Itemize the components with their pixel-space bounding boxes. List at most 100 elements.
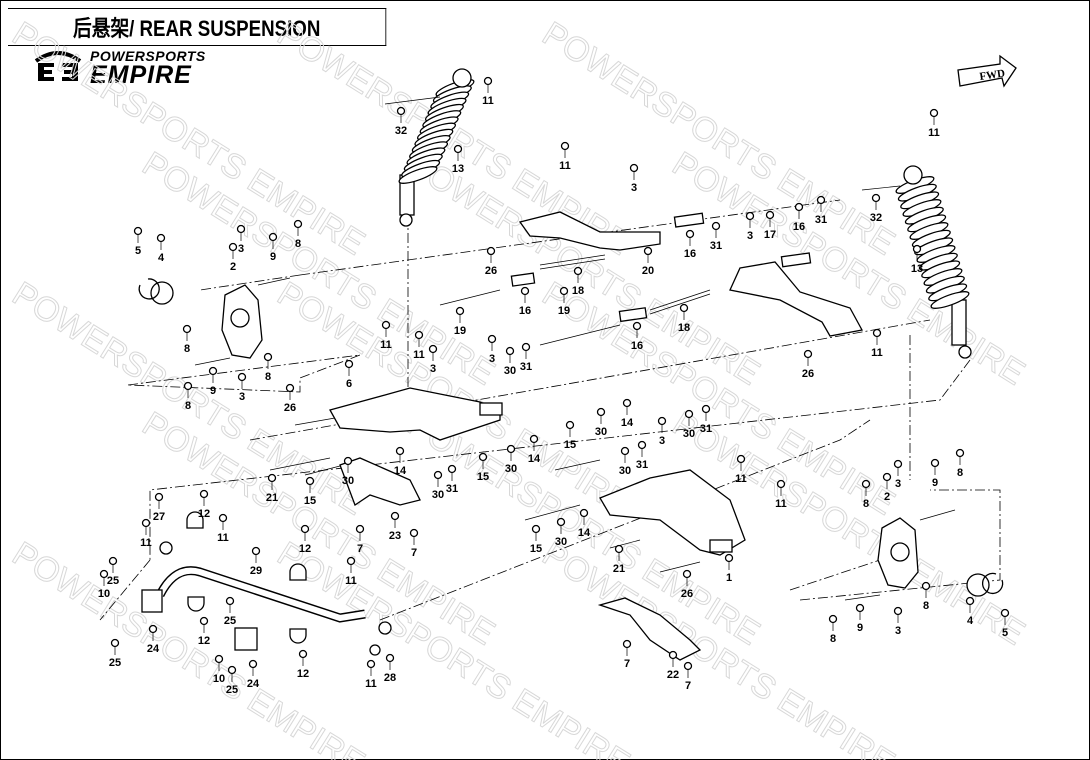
part-callout-8: 8 [184, 343, 190, 355]
fastener-icon [955, 448, 965, 458]
fastener-icon [428, 344, 438, 354]
part-callout-31: 31 [710, 240, 722, 252]
part-callout-26: 26 [284, 402, 296, 414]
part-callout-30: 30 [619, 465, 631, 477]
fastener-icon [559, 286, 569, 296]
fastener-icon [893, 606, 903, 616]
part-callout-8: 8 [863, 498, 869, 510]
stabilizer-bar [141, 511, 392, 656]
part-callout-15: 15 [564, 439, 576, 451]
part-callout-21: 21 [613, 563, 625, 575]
fastener-icon [882, 472, 892, 482]
part-callout-13: 13 [452, 163, 464, 175]
upper-arm-right [539, 252, 863, 346]
fastener-icon [227, 665, 237, 675]
fwd-label: FWD [979, 68, 1006, 83]
fastener-icon [228, 242, 238, 252]
left-knuckle [138, 277, 291, 366]
fastener-icon [684, 409, 694, 419]
fastener-icon [685, 229, 695, 239]
part-callout-16: 16 [519, 305, 531, 317]
fastener-icon [293, 219, 303, 229]
part-callout-31: 31 [636, 459, 648, 471]
fastener-icon [390, 511, 400, 521]
fastener-icon [148, 624, 158, 634]
part-callout-15: 15 [530, 543, 542, 555]
part-callout-28: 28 [384, 672, 396, 684]
part-callout-30: 30 [432, 489, 444, 501]
part-callout-31: 31 [700, 423, 712, 435]
part-callout-7: 7 [685, 680, 691, 692]
fastener-icon [596, 407, 606, 417]
fastener-icon [929, 108, 939, 118]
fastener-icon [629, 163, 639, 173]
fastener-icon [447, 464, 457, 474]
part-callout-22: 22 [667, 669, 679, 681]
page-title: 后悬架/ REAR SUSPENSION [8, 8, 387, 46]
fastener-icon [560, 141, 570, 151]
part-callout-30: 30 [342, 475, 354, 487]
fastener-icon [248, 659, 258, 669]
part-callout-12: 12 [297, 668, 309, 680]
fastener-icon [682, 569, 692, 579]
part-callout-11: 11 [140, 537, 152, 549]
part-callout-8: 8 [295, 238, 301, 250]
part-callout-16: 16 [684, 248, 696, 260]
fastener-icon [637, 440, 647, 450]
part-callout-11: 11 [735, 473, 747, 485]
fastener-icon [520, 286, 530, 296]
part-callout-26: 26 [802, 368, 814, 380]
fastener-icon [199, 616, 209, 626]
part-callout-6: 6 [346, 378, 352, 390]
part-callout-11: 11 [775, 498, 787, 510]
fastener-icon [268, 232, 278, 242]
part-callout-19: 19 [558, 305, 570, 317]
fastener-icon [263, 352, 273, 362]
fastener-icon [711, 221, 721, 231]
part-callout-11: 11 [217, 532, 229, 544]
fastener-icon [483, 76, 493, 86]
part-callout-16: 16 [631, 340, 643, 352]
part-callout-7: 7 [357, 543, 363, 555]
part-callout-26: 26 [485, 265, 497, 277]
fastener-icon [218, 513, 228, 523]
part-callout-31: 31 [446, 483, 458, 495]
fastener-icon [816, 195, 826, 205]
part-callout-8: 8 [923, 600, 929, 612]
fastener-icon [565, 420, 575, 430]
fastener-icon [154, 492, 164, 502]
part-callout-3: 3 [631, 182, 637, 194]
logo-emblem-icon [34, 51, 82, 81]
fastener-icon [921, 581, 931, 591]
logo-line2: EMPIRE [90, 61, 192, 89]
fastener-icon [487, 334, 497, 344]
part-callout-11: 11 [482, 95, 494, 107]
fastener-icon [366, 659, 376, 669]
part-callout-32: 32 [395, 125, 407, 137]
left-shock-absorber [384, 68, 475, 227]
fastener-icon [930, 458, 940, 468]
part-callout-30: 30 [504, 365, 516, 377]
part-callout-14: 14 [394, 465, 407, 477]
part-callout-30: 30 [505, 463, 517, 475]
part-callout-10: 10 [213, 673, 225, 685]
part-callout-13: 13 [911, 263, 923, 275]
part-callout-30: 30 [595, 426, 607, 438]
part-callout-24: 24 [247, 678, 260, 690]
fastener-icon [183, 381, 193, 391]
part-callout-11: 11 [871, 347, 883, 359]
part-callout-14: 14 [621, 417, 634, 429]
part-callout-20: 20 [642, 265, 654, 277]
part-callout-8: 8 [957, 467, 963, 479]
part-callout-11: 11 [559, 160, 571, 172]
fastener-icon [478, 452, 488, 462]
fastener-icon [385, 653, 395, 663]
fastener-icon [643, 246, 653, 256]
part-callout-14: 14 [528, 453, 541, 465]
part-callout-1: 1 [726, 572, 732, 584]
fastener-icon [305, 476, 315, 486]
part-callout-25: 25 [226, 684, 238, 696]
